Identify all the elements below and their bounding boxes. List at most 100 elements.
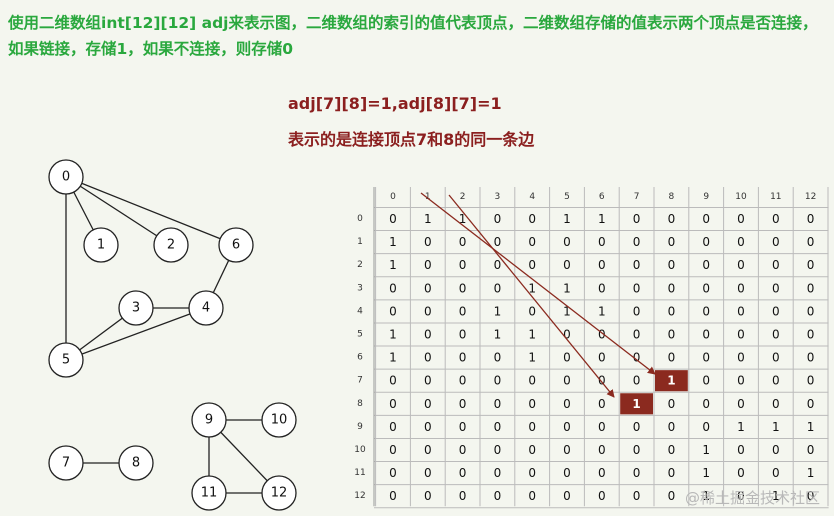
arrow-to-adj-7-8 (420, 192, 656, 375)
vertex-7: 7 (48, 445, 84, 481)
matrix-cell-5-6: 0 (598, 328, 606, 342)
matrix-cell-7-11: 0 (772, 374, 780, 388)
matrix-cell-1-6: 0 (598, 235, 606, 249)
matrix-cell-8-3: 0 (494, 397, 502, 411)
matrix-cell-10-9: 1 (702, 443, 710, 457)
matrix-cell-1-1: 0 (424, 235, 432, 249)
arrow-to-adj-8-7 (448, 194, 615, 398)
matrix-cell-11-10: 0 (737, 466, 745, 480)
column-header-3: 3 (495, 192, 501, 202)
matrix-cell-6-5: 0 (563, 351, 571, 365)
vertex-label: 3 (132, 301, 140, 316)
row-header-0: 0 (357, 214, 363, 224)
matrix-cell-5-1: 0 (424, 328, 432, 342)
matrix-cell-0-5: 1 (563, 212, 571, 226)
matrix-cell-1-7: 0 (633, 235, 641, 249)
matrix-cell-7-2: 0 (459, 374, 467, 388)
matrix-cell-12-6: 0 (598, 489, 606, 503)
matrix-cell-10-8: 0 (668, 443, 676, 457)
matrix-cell-10-1: 0 (424, 443, 432, 457)
matrix-cell-12-2: 0 (459, 489, 467, 503)
vertex-label: 2 (167, 238, 175, 253)
matrix-cell-5-3: 1 (494, 328, 502, 342)
vertex-label: 12 (271, 486, 288, 501)
vertex-label: 1 (97, 238, 105, 253)
matrix-cell-10-3: 0 (494, 443, 502, 457)
matrix-cell-4-10: 0 (737, 304, 745, 318)
matrix-cell-11-5: 0 (563, 466, 571, 480)
column-header-6: 6 (599, 192, 605, 202)
matrix-cell-9-10: 1 (737, 420, 745, 434)
matrix-cell-11-1: 0 (424, 466, 432, 480)
matrix-cell-6-2: 0 (459, 351, 467, 365)
vertex-6: 6 (218, 227, 254, 263)
matrix-cell-6-0: 1 (389, 351, 397, 365)
matrix-cell-9-5: 0 (563, 420, 571, 434)
matrix-cell-8-11: 0 (772, 397, 780, 411)
matrix-cell-11-11: 0 (772, 466, 780, 480)
matrix-cell-4-2: 0 (459, 304, 467, 318)
matrix-cell-10-6: 0 (598, 443, 606, 457)
matrix-cell-6-11: 0 (772, 351, 780, 365)
vertex-12: 12 (261, 475, 297, 511)
edge-4-5 (65, 307, 207, 361)
vertex-1: 1 (83, 227, 119, 263)
matrix-cell-12-9: 1 (702, 489, 710, 503)
vertex-label: 0 (62, 170, 70, 185)
matrix-cell-8-2: 0 (459, 397, 467, 411)
matrix-cell-5-0: 1 (389, 328, 397, 342)
matrix-cell-7-6: 0 (598, 374, 606, 388)
vertex-label: 4 (202, 301, 210, 316)
matrix-cell-6-6: 0 (598, 351, 606, 365)
row-header-3: 3 (357, 283, 363, 293)
matrix-cell-8-1: 0 (424, 397, 432, 411)
column-header-5: 5 (564, 192, 570, 202)
matrix-cell-10-4: 0 (528, 443, 536, 457)
matrix-cell-7-0: 0 (389, 374, 397, 388)
matrix-cell-1-11: 0 (772, 235, 780, 249)
column-header-9: 9 (703, 192, 709, 202)
vertex-label: 8 (132, 456, 140, 471)
matrix-cell-10-12: 0 (807, 443, 815, 457)
vertex-3: 3 (118, 290, 154, 326)
matrix-cell-4-11: 0 (772, 304, 780, 318)
matrix-cell-9-3: 0 (494, 420, 502, 434)
matrix-cell-6-1: 0 (424, 351, 432, 365)
highlight-cell-7-8 (655, 370, 688, 392)
matrix-cell-0-0: 0 (389, 212, 397, 226)
matrix-cell-9-7: 0 (633, 420, 641, 434)
matrix-cell-2-12: 0 (807, 258, 815, 272)
matrix-cell-2-9: 0 (702, 258, 710, 272)
matrix-cell-0-6: 1 (598, 212, 606, 226)
matrix-cell-0-3: 0 (494, 212, 502, 226)
vertex-4: 4 (188, 290, 224, 326)
matrix-cell-2-8: 0 (668, 258, 676, 272)
matrix-cell-4-9: 0 (702, 304, 710, 318)
matrix-cell-5-10: 0 (737, 328, 745, 342)
matrix-cell-0-11: 0 (772, 212, 780, 226)
vertex-0: 0 (48, 159, 84, 195)
matrix-cell-5-4: 1 (528, 328, 536, 342)
matrix-cell-0-2: 1 (459, 212, 467, 226)
matrix-cell-12-7: 0 (633, 489, 641, 503)
matrix-cell-3-8: 0 (668, 281, 676, 295)
matrix-cell-0-10: 0 (737, 212, 745, 226)
matrix-cell-6-9: 0 (702, 351, 710, 365)
matrix-cell-12-4: 0 (528, 489, 536, 503)
vertex-8: 8 (118, 445, 154, 481)
matrix-cell-0-7: 0 (633, 212, 641, 226)
matrix-cell-3-4: 1 (528, 281, 536, 295)
matrix-cell-12-10: 0 (737, 489, 745, 503)
matrix-cell-7-12: 0 (807, 374, 815, 388)
matrix-cell-1-12: 0 (807, 235, 815, 249)
matrix-cell-2-2: 0 (459, 258, 467, 272)
matrix-cell-7-8: 1 (667, 374, 675, 388)
vertex-11: 11 (191, 475, 227, 511)
matrix-cell-2-0: 1 (389, 258, 397, 272)
annotation-line-1: adj[7][8]=1,adj[8][7]=1 (288, 94, 502, 113)
matrix-cell-3-11: 0 (772, 281, 780, 295)
matrix-cell-5-7: 0 (633, 328, 641, 342)
matrix-cell-6-4: 1 (528, 351, 536, 365)
matrix-cell-5-9: 0 (702, 328, 710, 342)
